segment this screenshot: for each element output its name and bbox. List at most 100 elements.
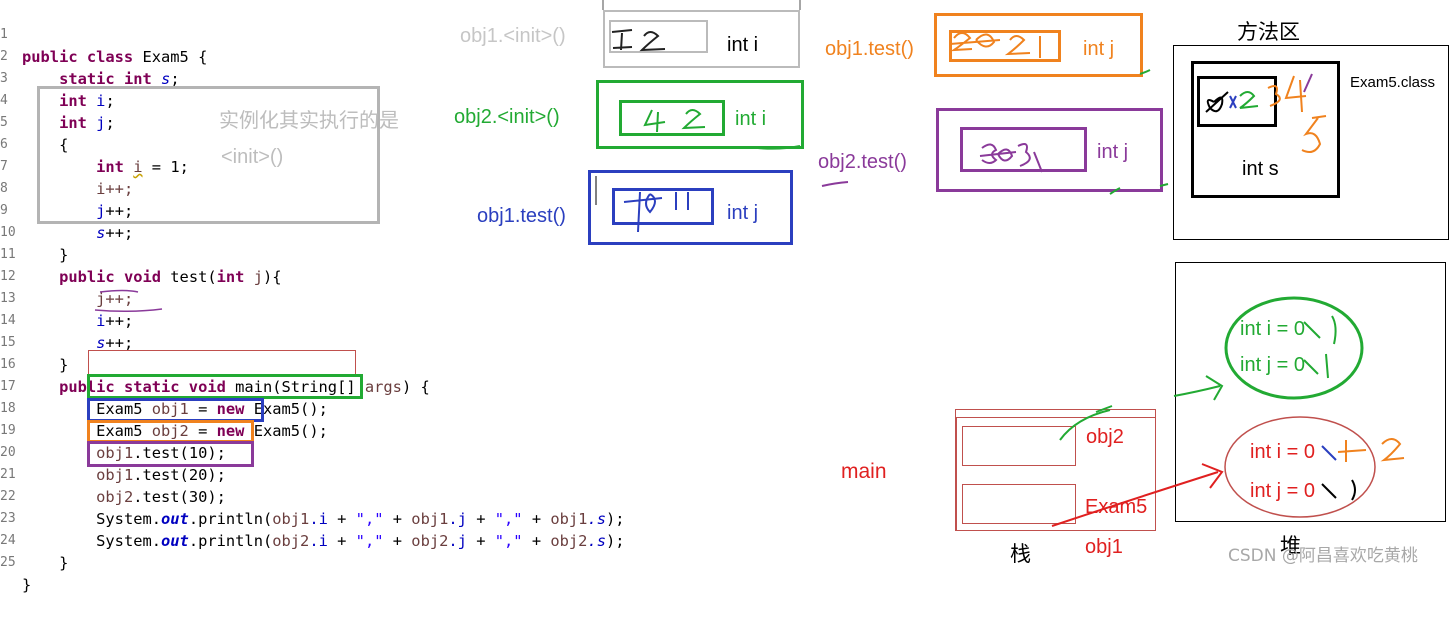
- local-var: obj2: [411, 532, 449, 550]
- method-area-title: 方法区: [1237, 20, 1300, 44]
- stack-ref-obj1: obj1: [1085, 536, 1123, 558]
- field: .i: [309, 510, 328, 528]
- keyword: int: [216, 268, 245, 286]
- obj1-test20-frame: int j: [934, 13, 1143, 77]
- code-line: 18 Exam5 obj2 = new Exam5();: [0, 376, 328, 440]
- obj1-test10-var-label: int j: [727, 202, 759, 224]
- code-text: ) {: [401, 378, 430, 396]
- code-text: =: [188, 400, 217, 418]
- line-number: 10: [0, 225, 16, 240]
- code-line: 12 j++;: [0, 244, 133, 308]
- code-text: System.: [96, 532, 162, 550]
- heap-red-j: int j = 0: [1250, 480, 1316, 502]
- new-obj2-highlight: [87, 374, 363, 399]
- local-var: obj1: [96, 444, 134, 462]
- obj2-init-var-box: [619, 100, 725, 136]
- code-text: =: [188, 422, 217, 440]
- obj2-ref-slot: [962, 426, 1076, 466]
- local-var: obj2: [96, 488, 134, 506]
- obj1-ref-slot: [962, 484, 1076, 524]
- obj2-test30-highlight: [87, 441, 254, 467]
- obj1-test10-var-box: [612, 188, 714, 225]
- field: .i: [309, 532, 328, 550]
- init-block-highlight: [37, 86, 380, 224]
- obj1-test20-label: obj1.test(): [825, 38, 914, 60]
- line-number: 7: [0, 159, 8, 174]
- keyword: public static void: [59, 378, 226, 396]
- code-text: Exam5: [96, 400, 152, 418]
- line-number: 8: [0, 181, 8, 196]
- local-var: obj1: [272, 510, 310, 528]
- new-obj1-highlight: [88, 350, 356, 375]
- code-text: ){: [262, 268, 282, 286]
- local-var: obj1: [151, 400, 189, 418]
- method-area-box: Exam5.class int s: [1173, 45, 1449, 240]
- code-text: +: [466, 532, 495, 550]
- line-number: 4: [0, 93, 8, 108]
- obj1-init-var-box: [609, 20, 708, 53]
- line-number: 18: [0, 401, 16, 416]
- field: i: [96, 92, 106, 110]
- stack-title: 栈: [1010, 542, 1031, 566]
- line-number: 15: [0, 335, 16, 350]
- obj1-test20-var-box: [949, 30, 1061, 62]
- code-text: .test(20);: [133, 466, 226, 484]
- field: s: [96, 224, 106, 242]
- obj2-init-frame: int i: [596, 80, 804, 149]
- string-literal: ",": [355, 532, 384, 550]
- line-number: 23: [0, 511, 16, 526]
- line-number: 25: [0, 555, 16, 570]
- code-line: 24 }: [0, 508, 68, 572]
- field: out: [161, 510, 189, 528]
- code-line: 25 }: [0, 530, 37, 594]
- code-line: 16 public static void main(String[] args…: [0, 332, 430, 396]
- watermark: CSDN @阿昌喜欢吃黄桃: [1228, 546, 1418, 566]
- string-literal: ",": [494, 510, 523, 528]
- field: j: [96, 114, 106, 132]
- code-line: 23 System. out.println( obj2 .i + "," + obj…: [0, 486, 625, 550]
- line-number: 24: [0, 533, 16, 548]
- code-text: }: [59, 246, 69, 264]
- code-line: 17 Exam5 obj1 = new Exam5();: [0, 354, 328, 418]
- static-s-slot: [1197, 76, 1277, 127]
- line-number: 21: [0, 467, 16, 482]
- code-text: }: [59, 356, 69, 374]
- code-line: 19 obj1.test(10);: [0, 398, 226, 462]
- line-number: 2: [0, 49, 8, 64]
- code-line: 3 int i;: [0, 46, 115, 110]
- code-text: ++;: [105, 224, 134, 242]
- heap-red-i: int i = 0: [1250, 441, 1316, 463]
- code-text: );: [605, 510, 625, 528]
- code-text: +: [522, 510, 551, 528]
- code-line: 9 s++;: [0, 178, 133, 242]
- field: i: [96, 312, 106, 330]
- obj2-init-label: obj2.<init>(): [454, 106, 560, 128]
- code-line: 8 j++;: [0, 156, 133, 220]
- heap-green-i: int i = 0: [1240, 318, 1306, 340]
- obj1-test20-highlight: [87, 420, 254, 443]
- string-literal: ",": [494, 532, 523, 550]
- code-text: );: [605, 532, 625, 550]
- obj1-test20-var-label: int j: [1083, 38, 1115, 60]
- line-number: 17: [0, 379, 16, 394]
- code-line: 6 int i = 1;: [0, 112, 189, 176]
- code-text: ++;: [105, 312, 134, 330]
- static-var-label: int s: [1242, 158, 1279, 180]
- field: .j: [448, 510, 467, 528]
- code-text: .println(: [188, 510, 273, 528]
- local-var: obj2: [151, 422, 189, 440]
- code-line: 14 s++;: [0, 288, 133, 352]
- keyword: new: [216, 400, 245, 418]
- code-text: +: [327, 532, 356, 550]
- code-text: j++;: [96, 290, 134, 308]
- local-var: obj1: [411, 510, 449, 528]
- keyword: public void: [59, 268, 162, 286]
- keyword: static int: [59, 70, 152, 88]
- field: .s: [587, 532, 606, 550]
- code-line: 1 public class Exam5 {: [0, 2, 207, 66]
- local-var: obj2: [550, 532, 588, 550]
- code-text: ;: [170, 70, 180, 88]
- code-text: .test(30);: [133, 488, 226, 506]
- code-text: ++;: [105, 202, 134, 220]
- code-line: 13 i++;: [0, 266, 133, 330]
